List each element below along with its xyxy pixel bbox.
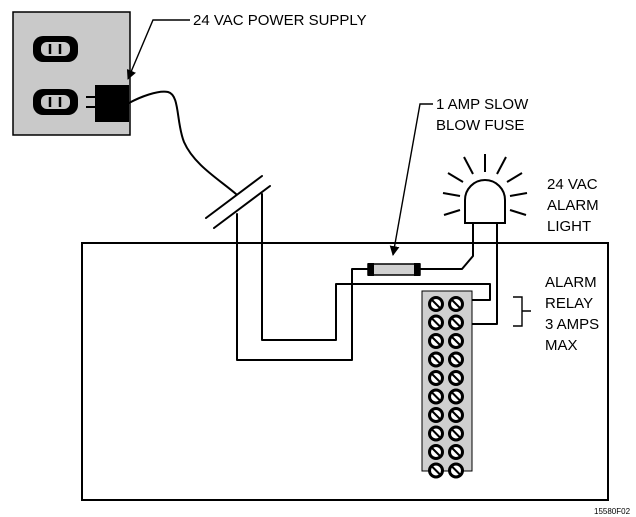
terminal-screw <box>428 314 444 331</box>
fuse <box>367 263 421 276</box>
terminal-screw <box>448 388 464 405</box>
terminal-screw <box>448 351 464 368</box>
terminal-screw <box>448 333 464 349</box>
light-ray <box>442 192 461 197</box>
terminal-screw <box>448 462 464 479</box>
power-supply-arrow <box>126 19 190 80</box>
relay-label-line4: MAX <box>545 337 578 354</box>
light-label-line2: ALARM <box>547 197 599 214</box>
fuse-label-line2: BLOW FUSE <box>436 117 524 134</box>
supply-wire-outer <box>236 213 371 361</box>
terminal-screw <box>448 296 464 312</box>
power-supply-plug <box>86 85 129 122</box>
light-ray <box>509 192 528 197</box>
relay-label-line1: ALARM <box>545 274 597 291</box>
light-ray <box>443 209 461 216</box>
light-ray <box>463 156 474 175</box>
fuse-arrow <box>389 103 433 256</box>
terminal-screw <box>428 444 444 460</box>
terminal-screw <box>448 444 464 460</box>
controller-enclosure <box>81 242 609 501</box>
light-ray <box>496 156 507 175</box>
terminal-screw <box>428 462 444 479</box>
fuse-to-light-wire <box>419 222 474 270</box>
light-ray <box>506 172 523 183</box>
relay-label-line3: 3 AMPS <box>545 316 599 333</box>
terminal-screw <box>428 351 444 368</box>
relay-bracket <box>513 296 531 327</box>
alarm-light <box>442 154 528 224</box>
cable-break-symbol <box>205 175 271 229</box>
terminal-screw <box>448 407 464 423</box>
light-ray <box>447 172 464 183</box>
wall-outlet <box>12 11 131 136</box>
fuse-label-line1: 1 AMP SLOW <box>436 96 529 113</box>
terminal-screw <box>428 296 444 312</box>
outlet-socket-top <box>33 36 78 62</box>
light-label-line1: 24 VAC <box>547 176 598 193</box>
terminal-screw <box>448 425 464 442</box>
terminal-screw <box>428 388 444 405</box>
terminal-screw <box>428 407 444 423</box>
light-label-line3: LIGHT <box>547 218 591 235</box>
power-cable <box>128 90 237 195</box>
supply-wire-inner <box>261 193 491 341</box>
outlet-socket-bottom <box>33 89 78 115</box>
terminal-block <box>421 290 473 479</box>
terminal-screw <box>428 370 444 386</box>
light-ray <box>509 209 527 216</box>
power-supply-label: 24 VAC POWER SUPPLY <box>193 12 367 29</box>
terminal-screw <box>448 370 464 386</box>
terminal-screw <box>448 314 464 331</box>
relay-label-line2: RELAY <box>545 295 593 312</box>
terminal-screw <box>428 333 444 349</box>
terminal-screw <box>428 425 444 442</box>
figure-id: 15580F02 <box>594 507 631 516</box>
